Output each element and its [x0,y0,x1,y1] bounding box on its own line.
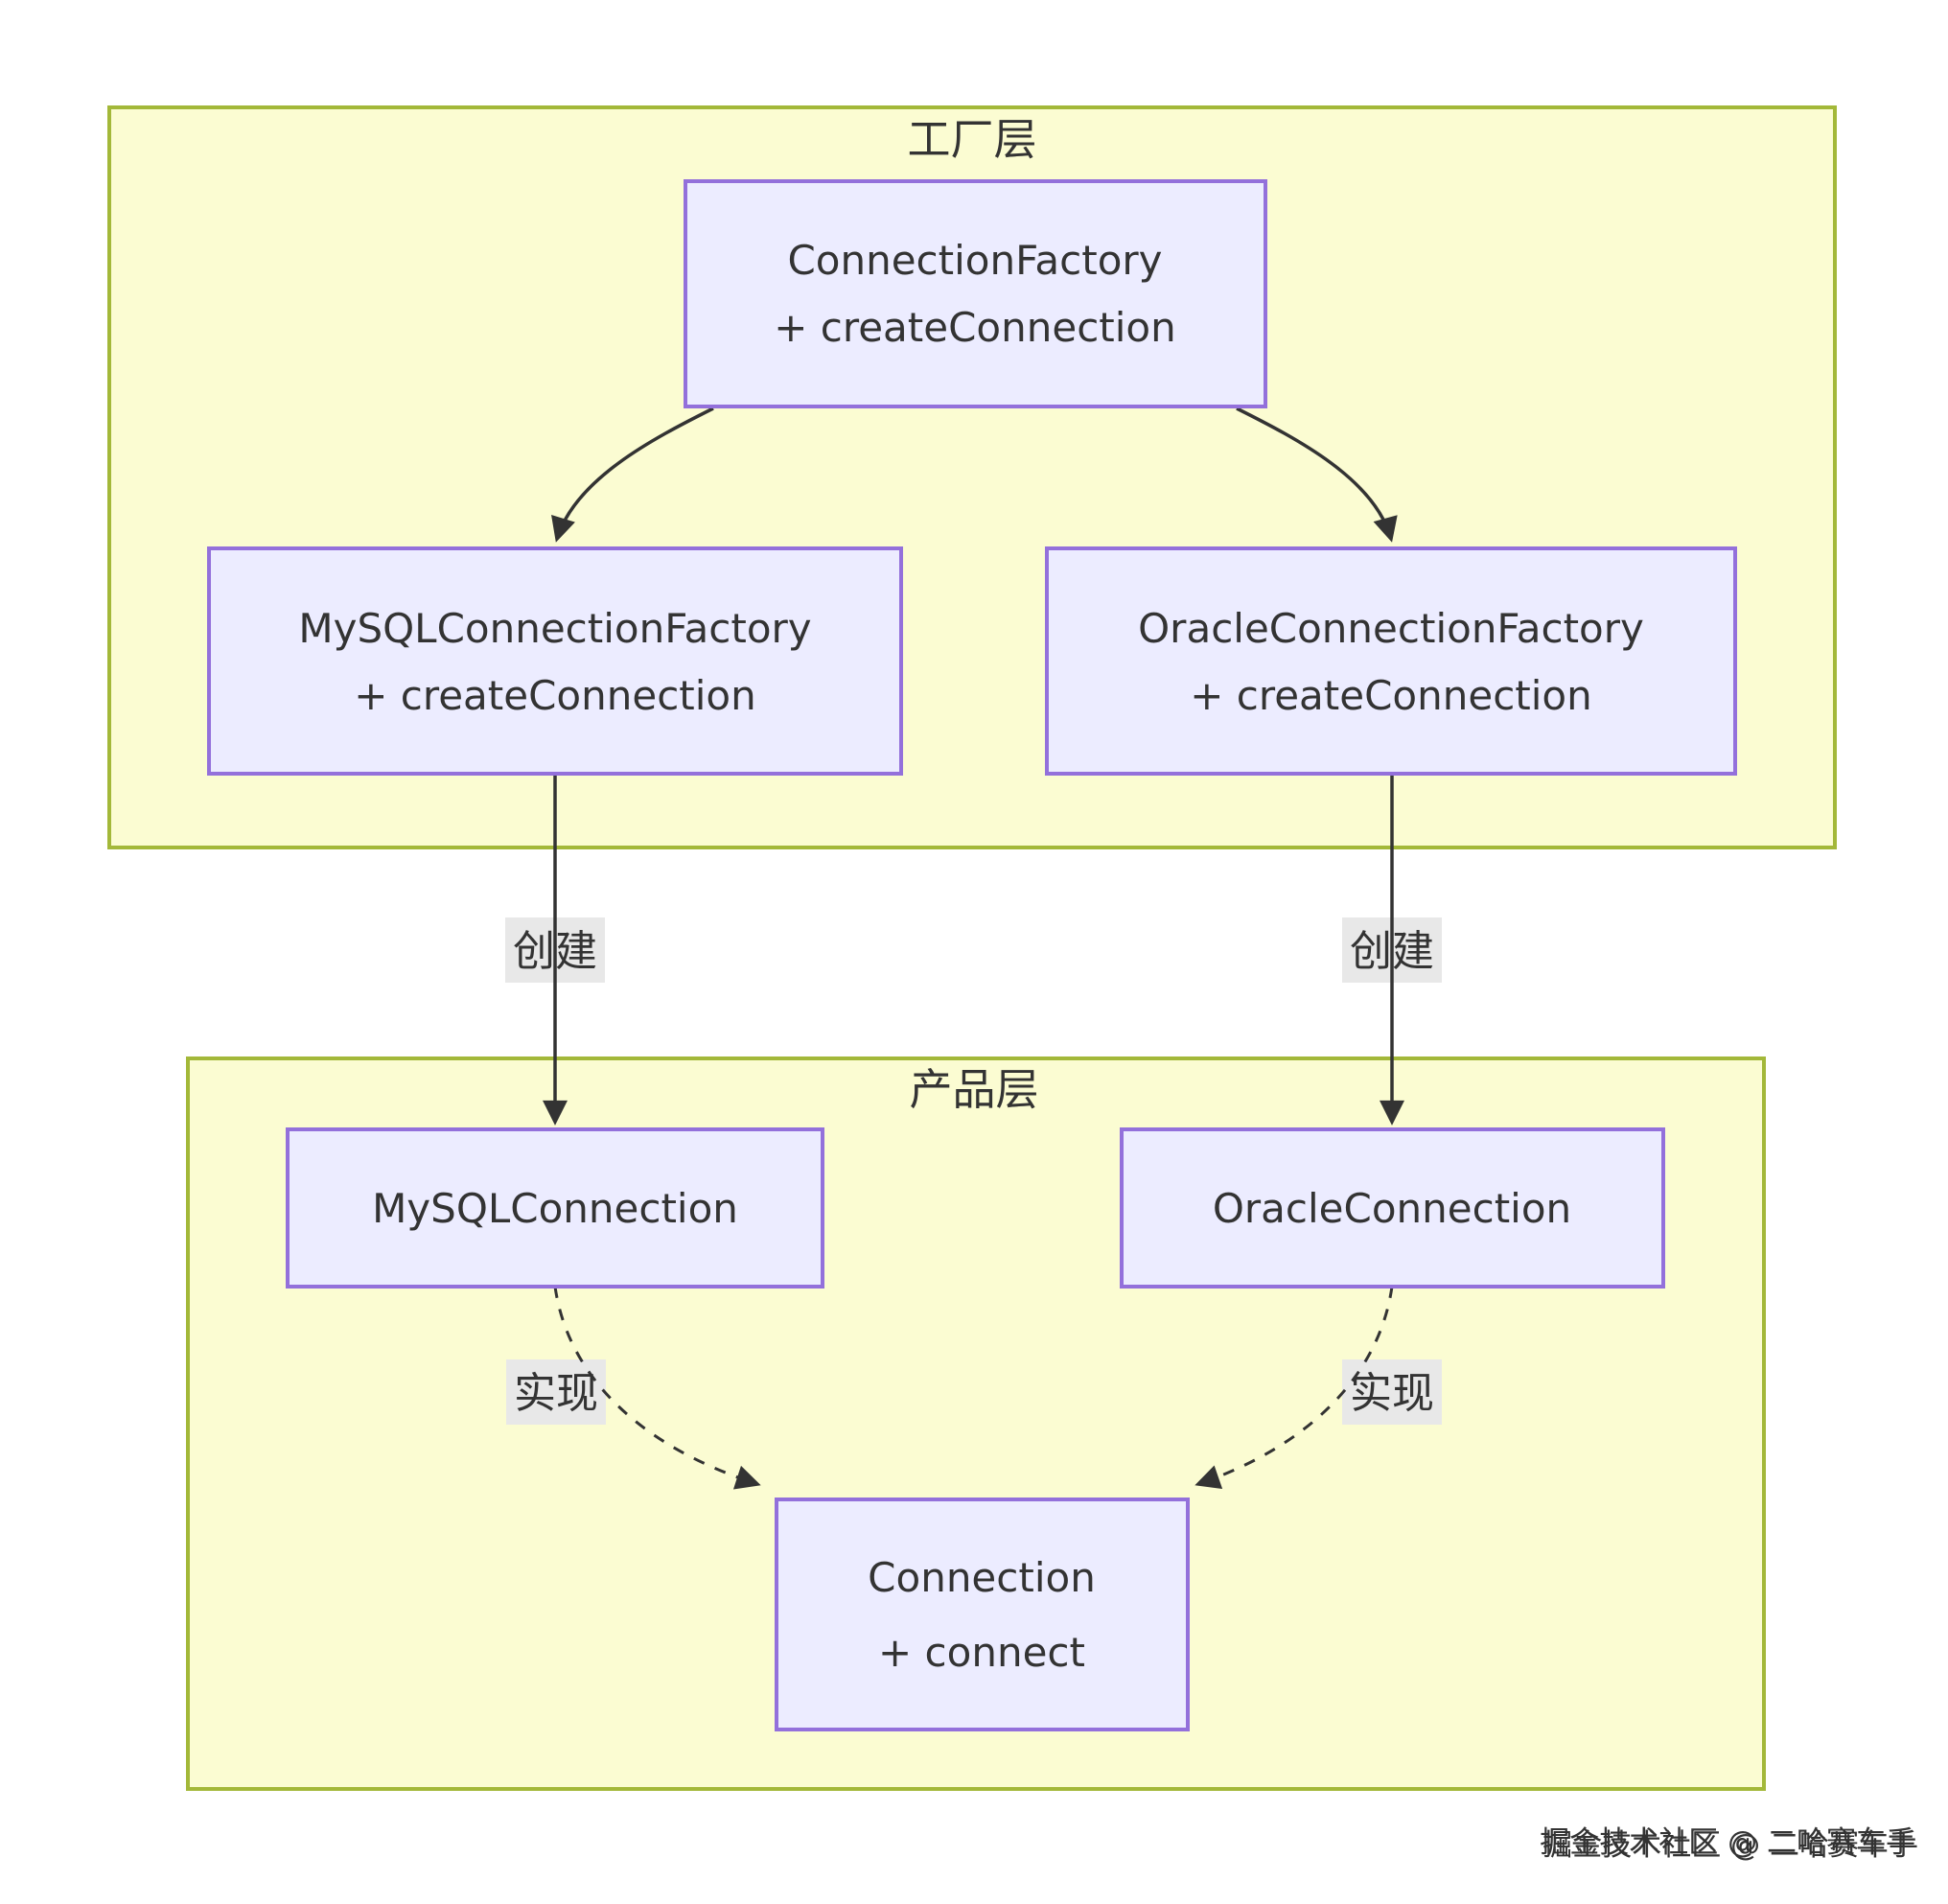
connection-factory-name: ConnectionFactory [787,237,1162,284]
connection-method: + connect [878,1629,1085,1676]
mysql-connection-name: MySQLConnection [372,1185,738,1232]
node-oracle-factory: OracleConnectionFactory + createConnecti… [1045,546,1737,776]
watermark-highlight-text: 掘金技术社区 @ 二哈赛车手 [1542,1828,1918,1863]
node-mysql-connection: MySQLConnection [286,1127,824,1289]
mysql-connection-box [286,1127,824,1289]
mysql-factory-box [207,546,903,776]
edge-connectionfactory-to-mysqlfactory [551,406,714,543]
oracle-connection-box [1120,1127,1665,1289]
product-layer-title: 产品层 [909,1064,1038,1115]
mysql-factory-name: MySQLConnectionFactory [298,605,811,652]
oracle-factory-box [1045,546,1737,776]
implement-label-right: 实现 [1350,1369,1434,1418]
oracle-connection-name: OracleConnection [1213,1185,1571,1232]
node-connection: Connection + connect [775,1498,1190,1731]
node-mysql-factory: MySQLConnectionFactory + createConnectio… [207,546,903,776]
watermark-text: 掘金技术社区 @ 二哈赛车手 [1540,1825,1915,1860]
mysql-factory-method: + createConnection [354,672,756,719]
create-label-left: 创建 [513,927,597,976]
node-connection-factory: ConnectionFactory + createConnection [684,179,1267,408]
oracle-factory-name: OracleConnectionFactory [1138,605,1644,652]
edge-mysqlconnection-implements-connection [553,1286,761,1490]
connection-box [775,1498,1190,1731]
implement-label-right-bg [1342,1359,1442,1425]
oracle-factory-method: + createConnection [1190,672,1592,719]
connection-factory-method: + createConnection [774,304,1176,351]
edge-connectionfactory-to-oraclefactory [1236,406,1398,543]
implement-label-left: 实现 [514,1369,598,1418]
edge-oracleconnection-implements-connection [1194,1286,1394,1490]
implement-label-left-bg [506,1359,606,1425]
connection-factory-box [684,179,1267,408]
connection-name: Connection [868,1554,1096,1601]
create-label-right: 创建 [1350,927,1434,976]
factory-layer-title: 工厂层 [907,114,1036,165]
watermark: 掘金技术社区 @ 二哈赛车手 掘金技术社区 @ 二哈赛车手 [1540,1825,1918,1863]
node-oracle-connection: OracleConnection [1120,1127,1665,1289]
